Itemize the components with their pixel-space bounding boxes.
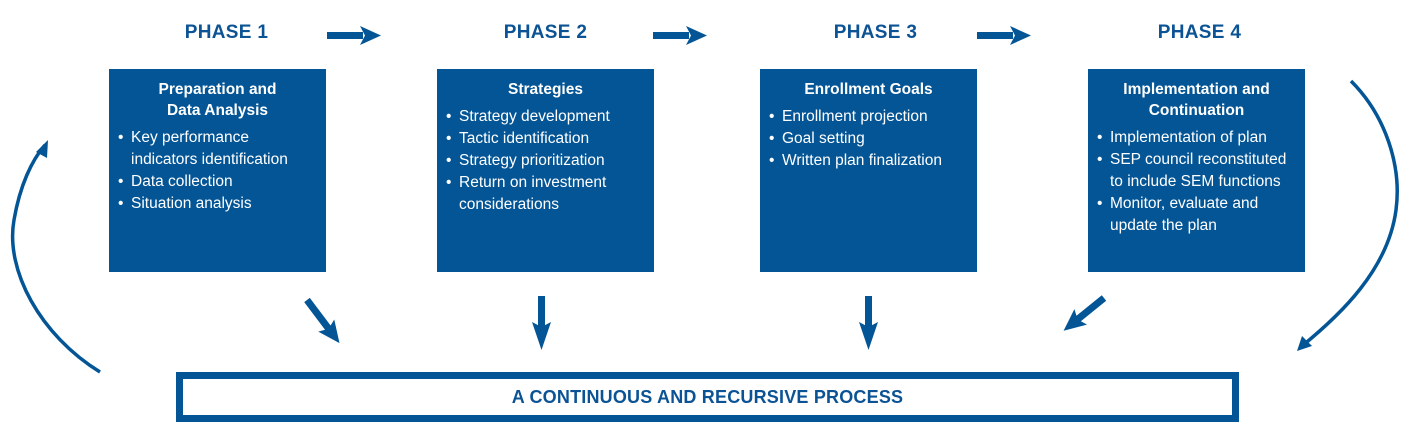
- bullet-icon: •: [769, 108, 775, 125]
- phase-2-box: Strategies • Strategy development • Tactic…: [437, 69, 654, 272]
- bullet-icon: •: [118, 129, 124, 146]
- list-item: • SEP council reconstituted to include SE…: [1096, 149, 1297, 193]
- list-item: • Strategy development: [445, 106, 646, 128]
- list-item-text: Situation analysis: [131, 195, 252, 212]
- list-item: • Key performance indicators identificati…: [117, 127, 318, 171]
- bullet-icon: •: [446, 174, 452, 191]
- bullet-icon: •: [1097, 151, 1103, 168]
- list-item: • Situation analysis: [117, 193, 318, 215]
- arrow-down-icon: [532, 296, 551, 350]
- list-item-text: Strategy prioritization: [459, 152, 605, 169]
- list-item: • Monitor, evaluate and update the plan: [1096, 193, 1297, 237]
- list-item: • Tactic identification: [445, 128, 646, 150]
- list-item: • Data collection: [117, 171, 318, 193]
- bullet-icon: •: [1097, 129, 1103, 146]
- list-item-text: Strategy development: [459, 108, 610, 125]
- phase-2-list: • Strategy development • Tactic identifica…: [445, 106, 646, 216]
- arrow-down-right-icon: [304, 297, 340, 344]
- arrow-down-left-icon: [1063, 295, 1107, 331]
- list-item-text: Return on investment considerations: [459, 174, 607, 213]
- list-item: • Strategy prioritization: [445, 150, 646, 172]
- phase-1-label: PHASE 1: [184, 22, 269, 43]
- curved-arrow-up-icon: [10, 140, 101, 374]
- phase-3-list: • Enrollment projection • Goal setting • Wr…: [768, 106, 969, 172]
- phase-1-title-line: Data Analysis: [166, 102, 269, 119]
- list-item: • Goal setting: [768, 128, 969, 150]
- phase-2-label: PHASE 2: [503, 22, 588, 43]
- phase-4-list: • Implementation of plan • SEP council rec…: [1096, 127, 1297, 237]
- list-item: • Implementation of plan: [1096, 127, 1297, 149]
- phase-4-label: PHASE 4: [1157, 22, 1242, 43]
- arrow-right-icon: [977, 26, 1031, 45]
- process-banner: A CONTINUOUS AND RECURSIVE PROCESS: [176, 372, 1239, 422]
- phase-1-title: Preparation and Data Analysis: [117, 79, 318, 121]
- phase-3-title: Enrollment Goals: [768, 79, 969, 100]
- list-item-text: Implementation of plan: [1110, 129, 1267, 146]
- list-item: • Return on investment considerations: [445, 172, 646, 216]
- phase-4-title-line: Continuation: [1148, 102, 1245, 119]
- arrow-right-icon: [327, 26, 381, 45]
- phase-2-title-line: Strategies: [508, 81, 583, 98]
- phase-4-title-line: Implementation and: [1123, 81, 1270, 98]
- phase-4-box: Implementation and Continuation • Impleme…: [1088, 69, 1305, 272]
- list-item: • Written plan finalization: [768, 150, 969, 172]
- bullet-icon: •: [446, 130, 452, 147]
- phase-3-label: PHASE 3: [833, 22, 918, 43]
- bullet-icon: •: [446, 152, 452, 169]
- phase-3-title-line: Enrollment Goals: [804, 81, 933, 98]
- bullet-icon: •: [769, 130, 775, 147]
- phase-3-box: Enrollment Goals • Enrollment projection …: [760, 69, 977, 272]
- bullet-icon: •: [769, 152, 775, 169]
- bullet-icon: •: [446, 108, 452, 125]
- list-item-text: Monitor, evaluate and update the plan: [1110, 195, 1259, 234]
- curved-arrow-down-icon: [1297, 79, 1399, 351]
- phase-1-list: • Key performance indicators identificati…: [117, 127, 318, 215]
- list-item-text: Key performance indicators identificatio…: [131, 129, 288, 168]
- list-item-text: SEP council reconstituted to include SEM…: [1110, 151, 1287, 190]
- phase-4-title: Implementation and Continuation: [1096, 79, 1297, 121]
- list-item-text: Goal setting: [782, 130, 865, 147]
- bullet-icon: •: [118, 173, 124, 190]
- phase-2-title: Strategies: [445, 79, 646, 100]
- list-item-text: Tactic identification: [459, 130, 590, 147]
- list-item-text: Data collection: [131, 173, 233, 190]
- banner-text: A CONTINUOUS AND RECURSIVE PROCESS: [511, 386, 904, 407]
- bullet-icon: •: [1097, 195, 1103, 212]
- phase-1-box: Preparation and Data Analysis • Key perfo…: [109, 69, 326, 272]
- list-item-text: Enrollment projection: [782, 108, 928, 125]
- list-item-text: Written plan finalization: [782, 152, 942, 169]
- arrow-right-icon: [653, 26, 707, 45]
- list-item: • Enrollment projection: [768, 106, 969, 128]
- phase-1-title-line: Preparation and: [158, 81, 277, 98]
- arrow-down-icon: [859, 296, 878, 350]
- bullet-icon: •: [118, 195, 124, 212]
